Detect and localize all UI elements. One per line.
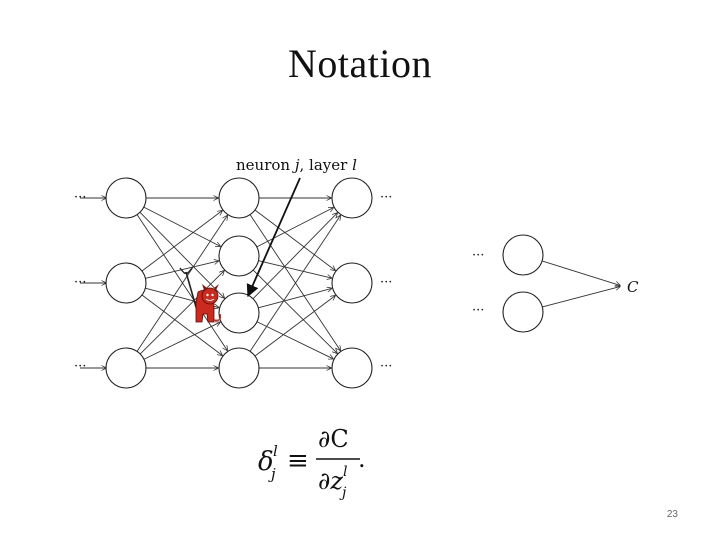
connection-l0-1-3 [141, 294, 222, 355]
annotation-pointer-arrow [246, 177, 301, 298]
connection-l1-0-1 [254, 209, 335, 270]
ellipsis-layer3-bottom: ··· [380, 359, 392, 374]
output-edge-1 [542, 287, 620, 308]
equation-denominator: ∂z [318, 467, 343, 495]
output-neuron-1 [502, 291, 544, 333]
neuron-l1-1 [218, 235, 260, 277]
neuron-l0-0 [105, 177, 147, 219]
equation-numerator: ∂C [318, 425, 349, 453]
neuron-l2-0 [331, 177, 373, 219]
ellipsis-output-bottom: ··· [472, 303, 484, 318]
neuron-l0-2 [105, 347, 147, 389]
ellipsis-layer3-mid: ··· [380, 275, 392, 290]
highlighted-neuron [218, 292, 260, 334]
connection-l1-3-0 [249, 215, 340, 352]
equation-equiv: ≡ [287, 446, 309, 476]
page-number: 23 [666, 509, 678, 520]
connection-l1-0-2 [249, 214, 340, 351]
neurons [105, 177, 544, 389]
connection-l0-0-1 [143, 206, 221, 246]
neuron-l2-1 [331, 262, 373, 304]
connection-l1-2-1 [258, 288, 331, 309]
connection-l0-2-1 [139, 271, 224, 355]
output-edge-0 [541, 260, 620, 285]
equation-delta: δ [258, 447, 274, 477]
connection-l1-3-1 [254, 296, 335, 357]
neuron-l1-3 [218, 347, 260, 389]
delta-definition-equation: δ l j ≡ ∂C ∂z l j . [258, 425, 366, 501]
equation-delta-superscript: l [273, 442, 278, 460]
connection-lines [80, 198, 620, 368]
output-neuron-0 [502, 234, 544, 276]
connection-l0-2-2 [143, 322, 220, 360]
equation-denominator-superscript: l [343, 464, 347, 480]
devil-icon [179, 267, 222, 323]
connection-l0-2-0 [136, 215, 227, 352]
equation-period: . [358, 445, 366, 473]
ellipsis-layer1-bottom: ··· [74, 359, 86, 374]
connection-l1-1-0 [256, 208, 334, 248]
connection-l0-0-3 [136, 214, 227, 351]
neuron-l2-2 [331, 347, 373, 389]
annotation-l: l [352, 156, 357, 174]
equation-denominator-subscript: j [339, 485, 347, 501]
connection-l0-0-2 [139, 211, 224, 298]
connection-l1-2-2 [256, 321, 333, 359]
ellipsis-layer1-top: ··· [74, 190, 86, 205]
connection-l1-1-1 [258, 260, 331, 278]
connection-l1-2-0 [252, 213, 337, 300]
connection-l0-1-0 [141, 211, 222, 272]
output-label-c: C [627, 278, 639, 296]
ellipsis-output-top: ··· [472, 248, 484, 263]
equation-delta-subscript: j [268, 465, 276, 483]
ellipsis-layer1-mid: ··· [74, 275, 86, 290]
neuron-layer-annotation: neuron j, layer l [236, 156, 357, 174]
annotation-j: j [292, 156, 300, 174]
slide-title: Notation [288, 41, 432, 86]
neuron-l0-1 [105, 262, 147, 304]
neuron-l1-0 [218, 177, 260, 219]
ellipsis-layer3-top: ··· [380, 190, 392, 205]
